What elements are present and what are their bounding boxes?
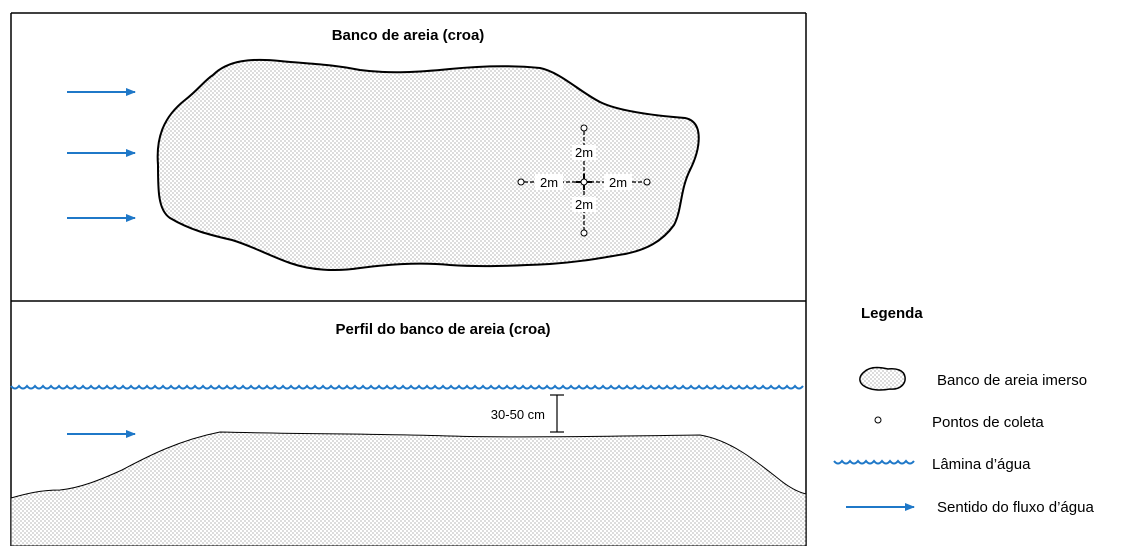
sandbank-icon: [859, 366, 906, 391]
spacing-label-east: 2m: [609, 175, 627, 190]
spacing-label-west: 2m: [540, 175, 558, 190]
depth-label: 30-50 cm: [491, 407, 545, 422]
legend-title: Legenda: [861, 305, 923, 322]
legend-label-sandbank: Banco de areia imerso: [937, 372, 1087, 389]
spacing-label-south: 2m: [575, 197, 593, 212]
sampling-point-icon: [517, 178, 525, 186]
profile-panel-title: Perfil do banco de areia (croa): [335, 321, 550, 338]
sampling-point-icon: [874, 416, 882, 424]
sampling-point-icon: [580, 178, 588, 186]
legend-label-water-surface: Lâmina d’água: [932, 456, 1031, 473]
depth-marker: 30-50 cm: [491, 394, 564, 433]
spacing-label-north: 2m: [575, 145, 593, 160]
legend-label-sampling-points: Pontos de coleta: [932, 414, 1044, 431]
water-surface-line: [10, 384, 804, 390]
sampling-point-icon: [643, 178, 651, 186]
legend-label-flow-direction: Sentido do fluxo d’água: [937, 499, 1094, 516]
sampling-point-icon: [580, 124, 588, 132]
top-panel-title: Banco de areia (croa): [332, 27, 485, 44]
top-panel-frame: [10, 12, 807, 546]
sampling-grid: 2m 2m 2m 2m: [517, 124, 651, 237]
water-surface-icon: [833, 459, 915, 465]
sandbank-plan-shape: [156, 58, 700, 272]
sampling-point-icon: [580, 229, 588, 237]
sandbank-profile-shape: [10, 431, 807, 546]
legend: Legenda Banco de areia imerso Pontos de …: [833, 305, 1094, 516]
flow-arrows-top: [67, 88, 136, 222]
